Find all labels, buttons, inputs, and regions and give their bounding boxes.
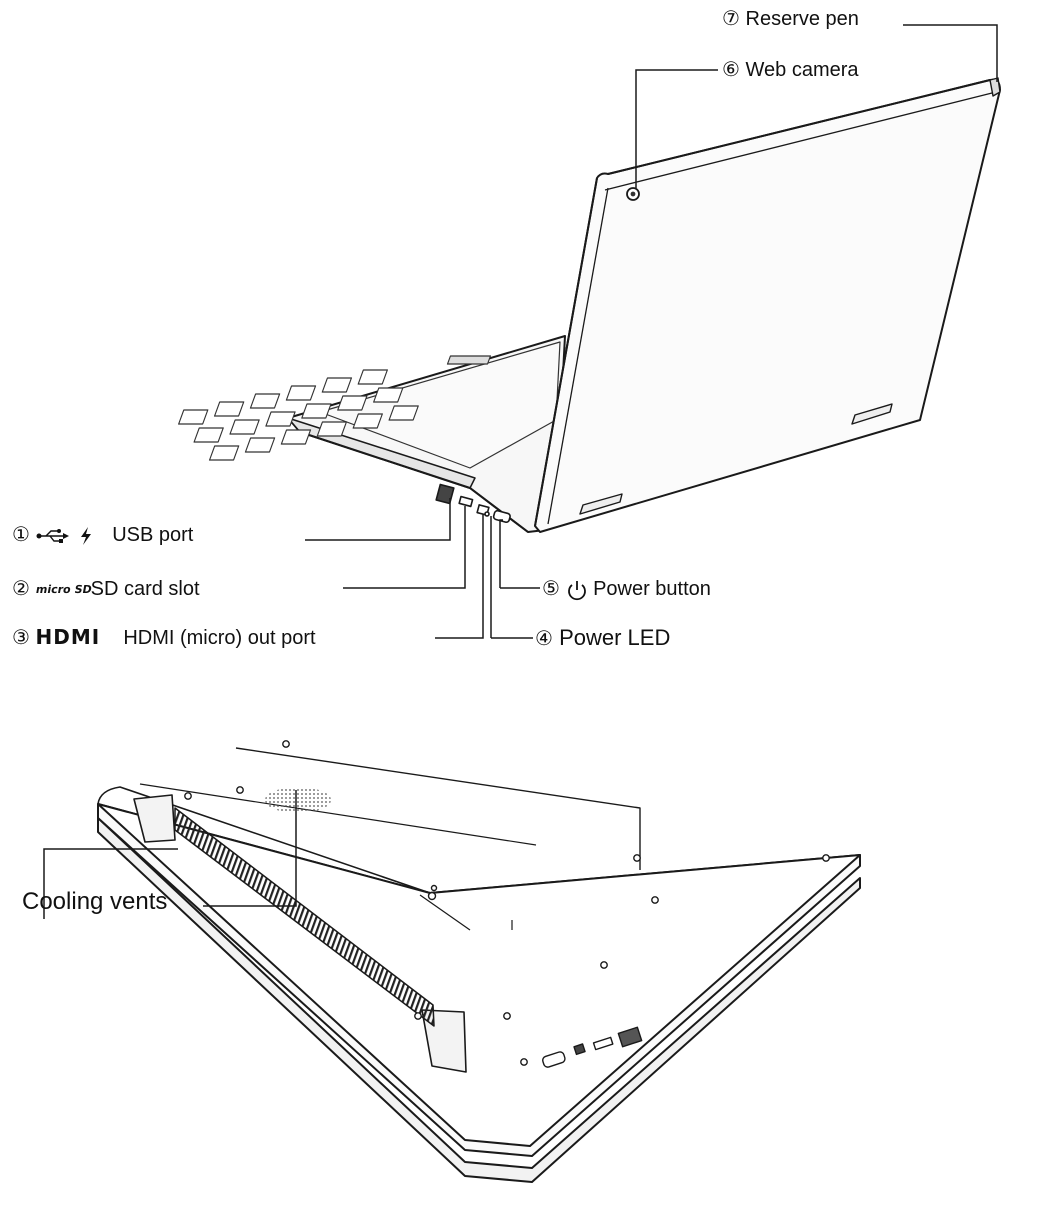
callout-label: Power LED [559, 625, 670, 650]
callout-cooling-vents: Cooling vents [22, 890, 167, 914]
callout-label: SD card slot [91, 578, 200, 600]
callout-label: USB port [112, 524, 193, 546]
microsd-logo: micro SD [35, 584, 73, 595]
callout-power-led: ④ Power LED [535, 626, 670, 650]
callout-sd-card-slot: ② micro SD SD card slot [12, 576, 200, 601]
speaker-grille [265, 787, 331, 813]
callout-number: ③ [12, 625, 30, 649]
display-lid [535, 80, 1000, 532]
callout-number: ④ [535, 626, 553, 650]
power-led [485, 512, 489, 516]
hdmi-logo: HDMI [36, 625, 101, 649]
usb-icon [36, 528, 70, 544]
callout-usb-port: ① USB port [12, 522, 193, 547]
laptop-closed-bottom-view [98, 741, 860, 1182]
usb-port [436, 484, 454, 503]
callout-reserve-pen: ⑦ Reserve pen [722, 6, 859, 31]
sd-card-slot [459, 497, 472, 507]
callout-number: ⑥ [722, 57, 740, 81]
callout-number: ① [12, 522, 30, 546]
callout-label: Web camera [746, 59, 859, 81]
charge-bolt-icon [79, 527, 93, 545]
callout-hdmi-port: ③ HDMI HDMI (micro) out port [12, 625, 316, 650]
callout-number: ② [12, 576, 30, 600]
callout-number: ⑤ [542, 576, 560, 600]
callout-label: Power button [593, 578, 711, 600]
power-icon [566, 579, 588, 601]
callout-label: Reserve pen [746, 8, 859, 30]
laptop-open-rear-view [179, 78, 1000, 532]
callout-number: ⑦ [722, 6, 740, 30]
callout-label: HDMI (micro) out port [123, 627, 315, 649]
callout-label: Cooling vents [22, 888, 167, 915]
callout-web-camera: ⑥ Web camera [722, 57, 859, 82]
callout-power-button: ⑤ Power button [542, 576, 711, 601]
